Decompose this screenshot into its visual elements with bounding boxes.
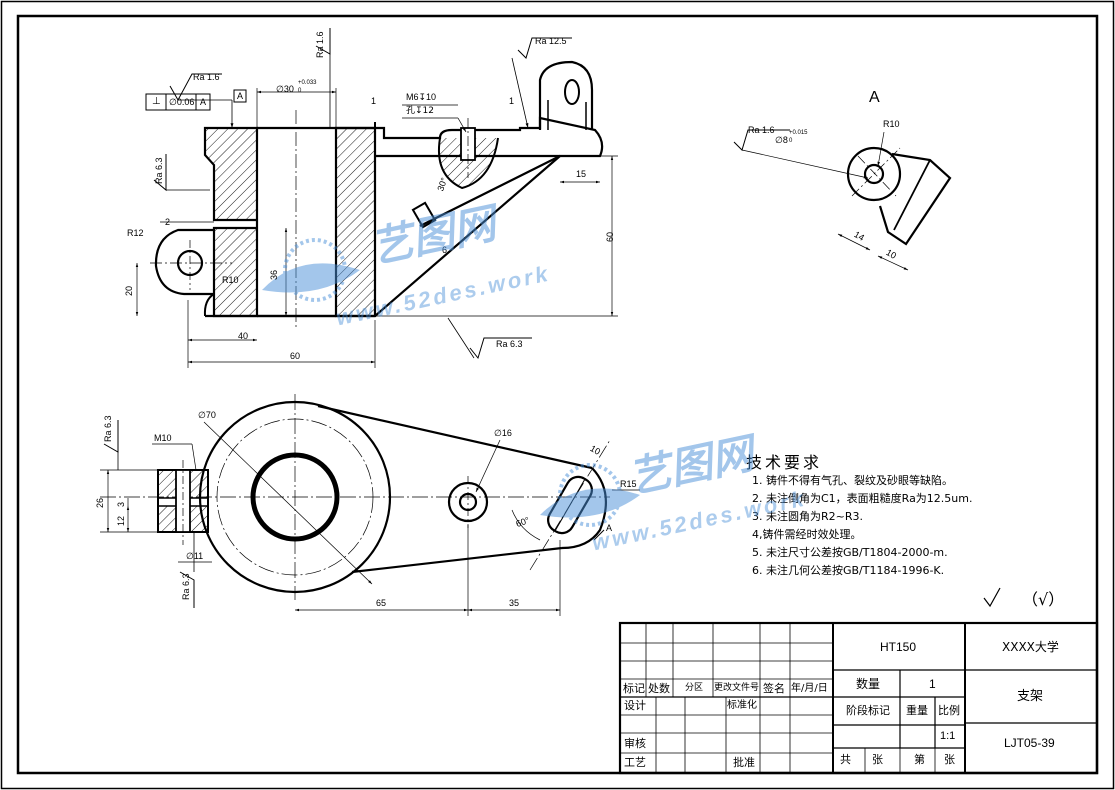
- view-a: [733, 129, 952, 271]
- watermark-logo-icon: [262, 238, 640, 527]
- watermark: [262, 238, 640, 527]
- finish-check-icon: [983, 587, 1001, 608]
- title-block: [618, 621, 1099, 775]
- plan-view: [100, 394, 640, 616]
- front-view: [135, 28, 618, 368]
- front-left-wall-section: [203, 126, 259, 318]
- front-right-wall-section: [334, 126, 377, 318]
- inner-frame: [16, 14, 1099, 775]
